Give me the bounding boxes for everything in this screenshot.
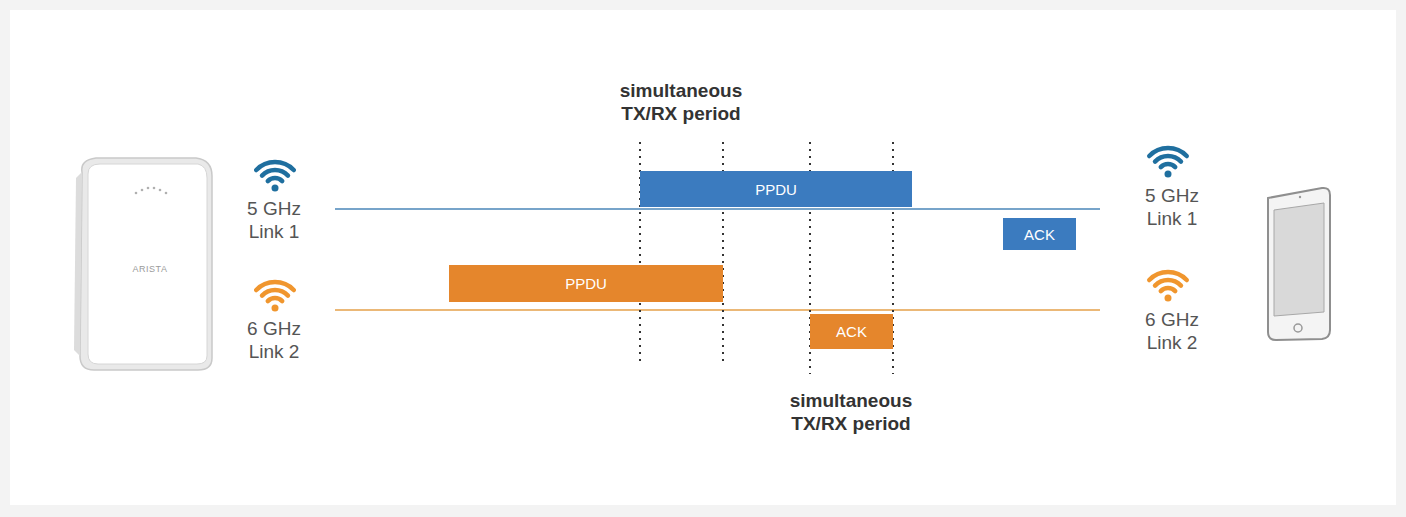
wifi-arc bbox=[1149, 272, 1186, 280]
box-label: PPDU bbox=[565, 275, 607, 292]
period-heading: simultaneous TX/RX period bbox=[761, 390, 941, 436]
wifi-arc bbox=[262, 290, 288, 296]
wifi-arc bbox=[1149, 148, 1186, 156]
wifi-dot bbox=[272, 185, 279, 192]
brand-label: ARISTA bbox=[120, 264, 180, 275]
wifi-arc bbox=[1155, 280, 1181, 286]
tablet bbox=[1268, 188, 1330, 340]
wifi-dot bbox=[1165, 295, 1172, 302]
link-label: 6 GHz Link 2 bbox=[1127, 309, 1217, 355]
box-label: PPDU bbox=[755, 181, 797, 198]
wifi-arc bbox=[262, 170, 288, 176]
access-point bbox=[74, 158, 212, 370]
wifi-arc bbox=[1161, 288, 1175, 291]
ppdu-box: PPDU bbox=[449, 265, 723, 302]
link-label: 5 GHz Link 1 bbox=[1127, 185, 1217, 231]
wifi-arc bbox=[268, 298, 282, 301]
link-label: 5 GHz Link 1 bbox=[229, 198, 319, 244]
ack-box: ACK bbox=[810, 314, 893, 349]
wifi-arc bbox=[256, 162, 293, 170]
wifi-arc bbox=[1155, 156, 1181, 162]
wifi-dot bbox=[1165, 171, 1172, 178]
box-label: ACK bbox=[1024, 226, 1055, 243]
wifi-arc bbox=[268, 178, 282, 181]
link2-line bbox=[335, 309, 1100, 311]
wifi-arc bbox=[1161, 164, 1175, 167]
ack-box: ACK bbox=[1003, 218, 1076, 250]
link-label: 6 GHz Link 2 bbox=[229, 318, 319, 364]
wifi-arc bbox=[256, 282, 293, 290]
wifi-icons bbox=[256, 148, 1186, 311]
box-label: ACK bbox=[836, 323, 867, 340]
ppdu-box: PPDU bbox=[640, 171, 912, 207]
link1-line bbox=[335, 208, 1100, 210]
wifi-dot bbox=[272, 305, 279, 312]
period-heading: simultaneous TX/RX period bbox=[591, 80, 771, 126]
